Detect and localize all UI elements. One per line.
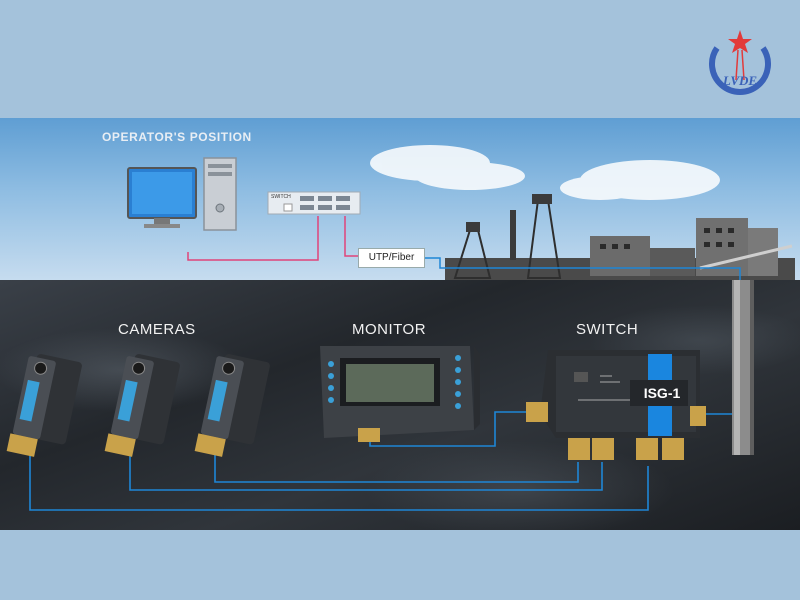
small-switch-label: SWITCH xyxy=(271,194,291,200)
logo-text: LVDE xyxy=(722,73,758,88)
system-diagram: ISG-1 OPERATOR'S POSITION UTP/Fiber SWIT… xyxy=(0,118,800,530)
camera-icon xyxy=(104,354,180,457)
camera-icon xyxy=(6,354,82,457)
desktop-computer-icon xyxy=(127,157,237,231)
cameras-label: CAMERAS xyxy=(118,321,196,338)
clouds xyxy=(370,145,720,200)
underground-cables xyxy=(29,411,732,511)
uplink-cable xyxy=(423,257,741,298)
isg-switch-icon: ISG-1 xyxy=(526,350,706,460)
network-switch-icon xyxy=(267,191,361,215)
operator-cable xyxy=(187,216,358,261)
monitor-device-icon xyxy=(320,346,480,442)
cable-pole-icon xyxy=(732,280,754,455)
mine-headframe-icon xyxy=(445,194,795,280)
switch-model-label: ISG-1 xyxy=(644,385,681,401)
operator-position-label: OPERATOR'S POSITION xyxy=(102,130,252,144)
camera-icon xyxy=(194,354,270,457)
logo-star-crescent-icon: LVDE xyxy=(709,30,771,95)
switch-label: SWITCH xyxy=(576,321,639,338)
company-logo: LVDE xyxy=(705,28,775,98)
diagram-graphics: ISG-1 xyxy=(6,145,795,511)
monitor-label: MONITOR xyxy=(352,321,427,338)
utp-fiber-label: UTP/Fiber xyxy=(358,248,425,268)
